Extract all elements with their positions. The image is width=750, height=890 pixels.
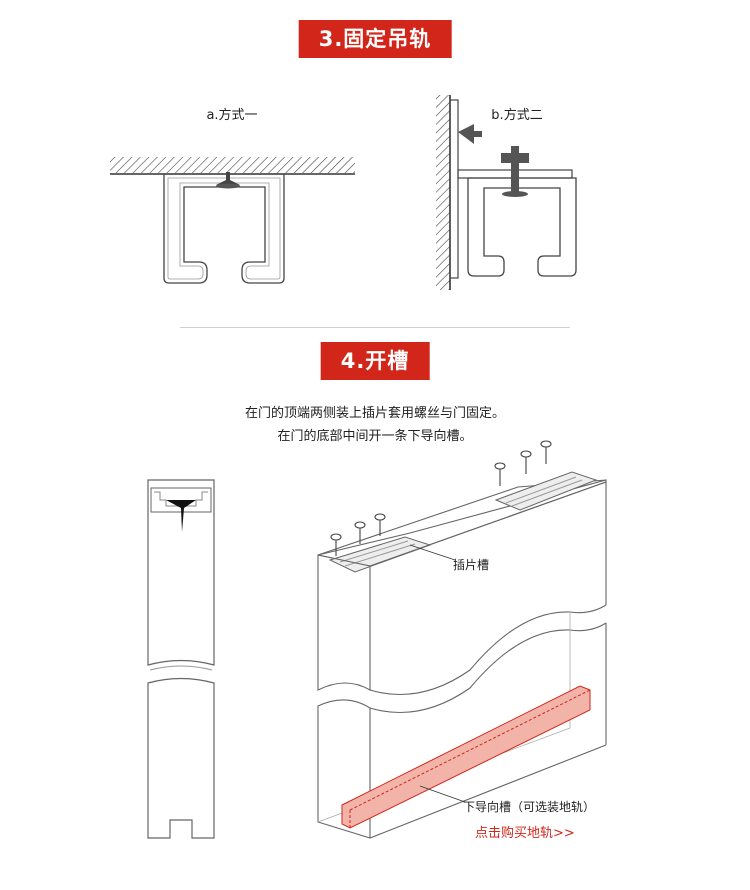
wall-screw <box>458 124 474 144</box>
guide-groove-label: 下导向槽（可选装地轨） <box>463 800 596 814</box>
section-3-title: 3.固定吊轨 <box>298 20 452 58</box>
description-line-1: 在门的顶端两侧装上插片套用螺丝与门固定。 <box>244 406 506 421</box>
buy-floor-rail-link[interactable]: 点击购买地轨>> <box>475 826 575 841</box>
door-side-lower <box>147 677 215 839</box>
door-side-upper <box>147 479 215 666</box>
method-b-label: b.方式二 <box>491 108 543 123</box>
description-line-2: 在门的底部中间开一条下导向槽。 <box>277 429 473 444</box>
bolt-b <box>511 146 519 194</box>
method-a-label: a.方式一 <box>206 108 258 123</box>
t-screw <box>166 500 196 532</box>
ceiling-mount-diagram <box>110 95 577 290</box>
break-line-upper <box>369 604 607 696</box>
insert-slot-label: 插片槽 <box>453 558 490 572</box>
callout-line-groove <box>419 785 466 803</box>
screws-right <box>494 440 552 486</box>
wall-hatch <box>436 95 450 290</box>
rail-profile-a <box>163 173 285 284</box>
ceiling-hatch <box>110 157 355 173</box>
break-line-lower <box>369 622 607 714</box>
callout-line-slot <box>409 544 456 561</box>
insert-slot-right <box>494 471 598 511</box>
screw-a <box>216 172 240 185</box>
screws-left <box>330 513 386 556</box>
door-front-upper <box>317 554 371 691</box>
rail-profile-b <box>467 177 577 277</box>
section-divider <box>180 327 570 328</box>
bracket-plate <box>449 99 459 279</box>
section-4-title: 4.开槽 <box>320 342 430 380</box>
